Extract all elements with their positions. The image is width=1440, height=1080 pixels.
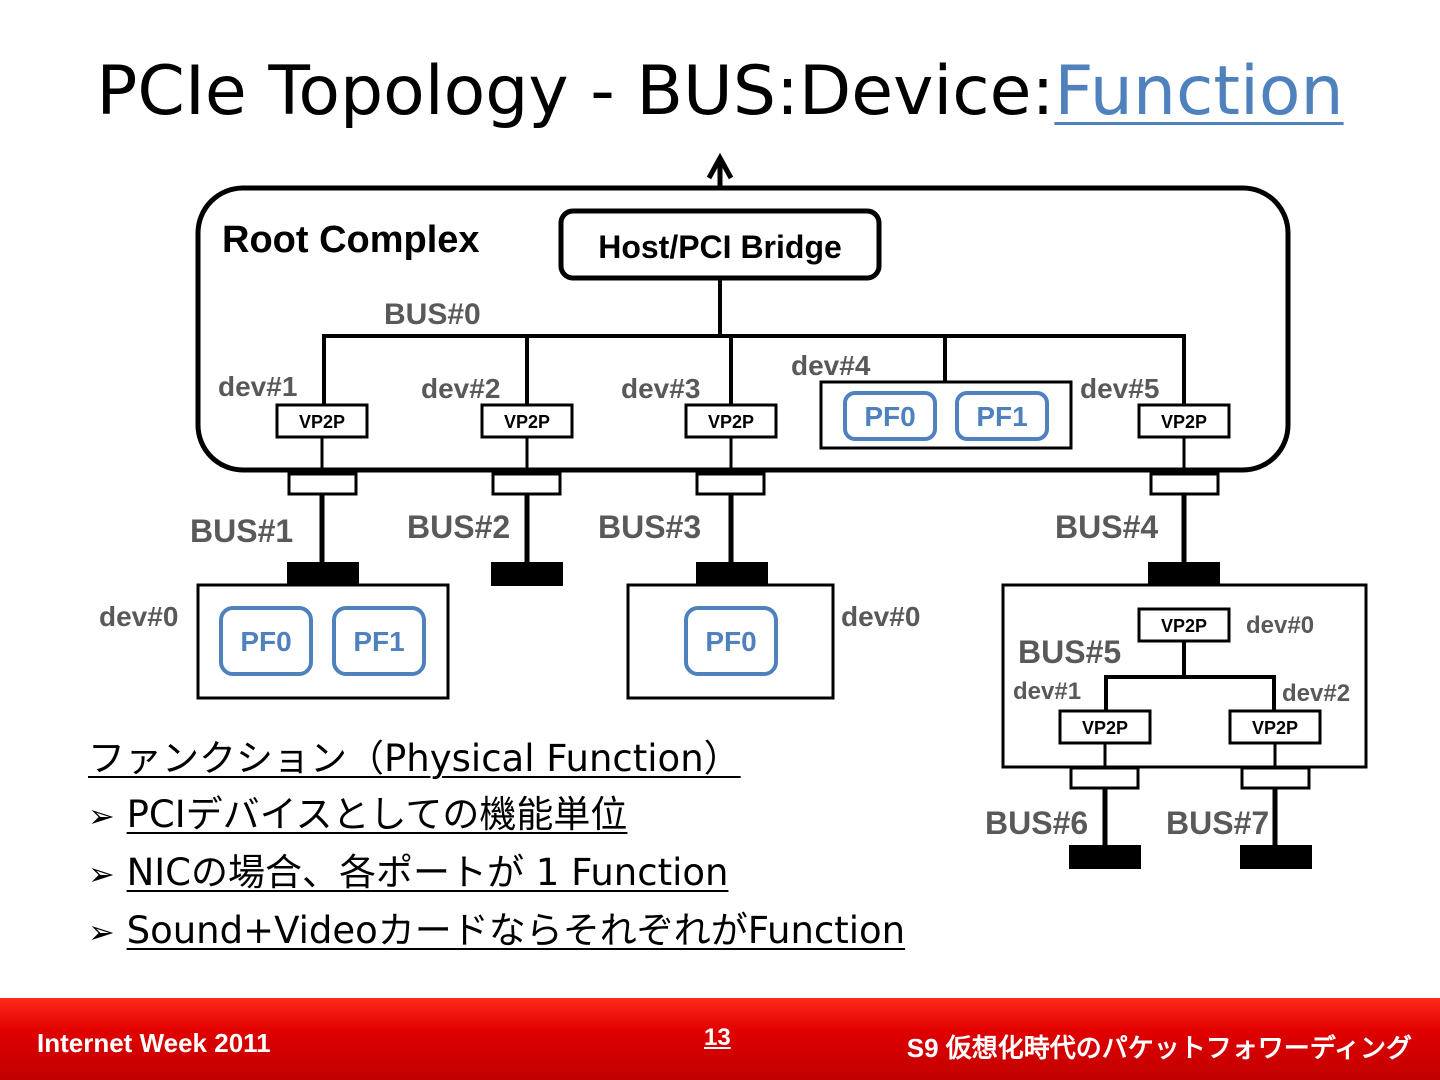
bus1-label: BUS#1: [190, 513, 293, 549]
vp2p-label: VP2P: [299, 412, 345, 432]
vp2p-label: VP2P: [504, 412, 550, 432]
footer-bar: Internet Week 2011 13 S9 仮想化時代のパケットフォワーデ…: [0, 998, 1440, 1080]
bus3-device: [626, 583, 835, 700]
bus7-label: BUS#7: [1166, 805, 1269, 841]
switch-downstream-vp2p-1: VP2P: [1058, 709, 1152, 745]
vp2p-dev2: VP2P: [480, 403, 574, 439]
vp2p-label: VP2P: [1252, 718, 1298, 738]
slide-title: PCIe Topology - BUS:Device:Function: [0, 52, 1440, 131]
root-ports: [287, 437, 1220, 496]
switch-bus-links: [1102, 788, 1278, 846]
pf1-label: PF1: [976, 401, 1027, 432]
dev5-label: dev#5: [1080, 373, 1159, 404]
bullet-marker: ➢: [88, 913, 115, 951]
bullet-text: Sound+VideoカードならそれぞれがFunction: [126, 909, 906, 952]
bus3-label: BUS#3: [598, 509, 701, 545]
bus0-lines: [322, 278, 1186, 405]
bus1-pf1: PF1: [332, 606, 426, 676]
dev4-pf0: PF0: [843, 391, 937, 441]
slot-connectors: [287, 562, 1220, 586]
vp2p-label: VP2P: [1161, 412, 1207, 432]
pcie-topology-diagram: Root Complex Host/PCI Bridge BUS#0 dev#1…: [99, 152, 1368, 869]
vp2p-label: VP2P: [1161, 616, 1207, 636]
bus6-label: BUS#6: [985, 805, 1088, 841]
bullet-text: PCIデバイスとしての機能単位: [126, 793, 628, 836]
switch-upstream-vp2p: VP2P: [1137, 607, 1231, 643]
bus4-label: BUS#4: [1055, 509, 1158, 545]
bus-links: [319, 494, 1187, 562]
bus3-pf0: PF0: [684, 606, 778, 676]
host-bridge-label: Host/PCI Bridge: [598, 229, 842, 265]
bus5-lines: [1104, 641, 1276, 711]
title-prefix: PCIe Topology - BUS:Device:: [96, 52, 1055, 131]
vp2p-dev1: VP2P: [275, 403, 369, 439]
switch-downstream-vp2p-2: VP2P: [1228, 709, 1322, 745]
notes-heading-text: ファンクション（Physical Function）: [88, 737, 741, 780]
bus1-dev0-label: dev#0: [99, 601, 178, 632]
dev4-pf1: PF1: [955, 391, 1049, 441]
switch-dev0-label: dev#0: [1246, 612, 1314, 639]
bullet-item: ➢ Sound+VideoカードならそれぞれがFunction: [88, 900, 905, 954]
title-highlight: Function: [1054, 52, 1344, 131]
pf0-label: PF0: [240, 626, 291, 657]
footer-session: S9 仮想化時代のパケットフォワーディング: [906, 1033, 1412, 1063]
dev2-label: dev#2: [421, 373, 500, 404]
notes-heading: ファンクション（Physical Function）: [88, 728, 741, 782]
bullet-marker: ➢: [88, 855, 115, 893]
pf1-label: PF1: [353, 626, 404, 657]
switch-dev2-label: dev#2: [1282, 680, 1350, 707]
bus1-pf0: PF0: [219, 606, 313, 676]
pf0-label: PF0: [864, 401, 915, 432]
vp2p-dev3: VP2P: [684, 403, 778, 439]
bullet-item: ➢ PCIデバイスとしての機能単位: [88, 784, 627, 838]
bus5-label: BUS#5: [1018, 634, 1121, 670]
bus3-dev0-label: dev#0: [841, 601, 920, 632]
page-number: 13: [704, 1024, 731, 1051]
vp2p-label: VP2P: [708, 412, 754, 432]
bullet-marker: ➢: [88, 797, 115, 835]
switch-connectors: [1069, 845, 1312, 869]
dev4-label: dev#4: [791, 350, 871, 381]
footer-event: Internet Week 2011: [37, 1028, 271, 1058]
switch-dev1-label: dev#1: [1013, 678, 1081, 705]
root-complex-label: Root Complex: [222, 219, 480, 261]
bus2-label: BUS#2: [407, 509, 510, 545]
pf0-label: PF0: [705, 626, 756, 657]
bullet-item: ➢ NICの場合、各ポートが 1 Function: [88, 842, 728, 896]
vp2p-dev5: VP2P: [1137, 403, 1231, 439]
dev3-label: dev#3: [621, 373, 700, 404]
bus0-label: BUS#0: [384, 298, 481, 331]
bullet-text: NICの場合、各ポートが 1 Function: [126, 851, 729, 894]
vp2p-label: VP2P: [1082, 718, 1128, 738]
dev1-label: dev#1: [218, 371, 297, 402]
